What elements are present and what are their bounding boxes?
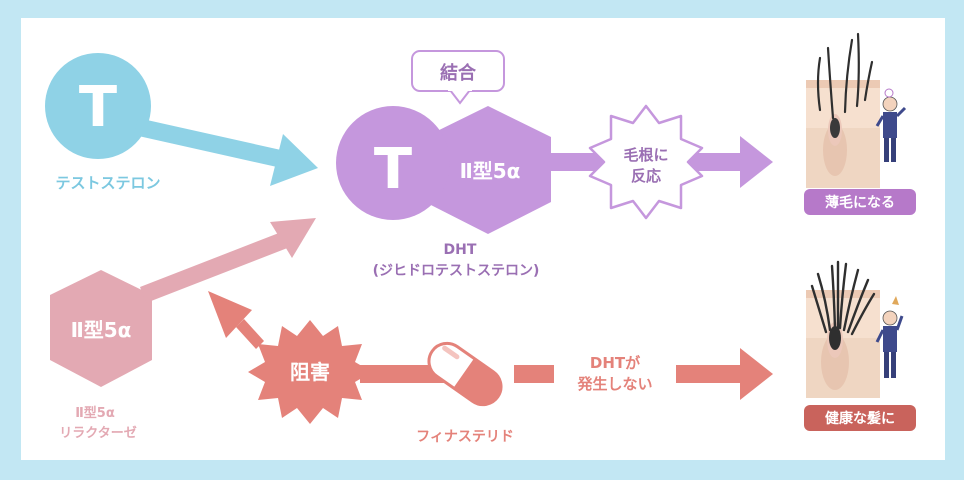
arrow-block-to-enzyme <box>208 291 264 349</box>
dht-enzyme-symbol: Ⅱ型5α <box>460 159 521 183</box>
dht-complex: T Ⅱ型5α <box>336 106 551 234</box>
reaction-line1: 毛根に <box>623 146 668 164</box>
reaction-line2: 反応 <box>631 167 661 185</box>
pill-icon <box>427 341 503 407</box>
enzyme-label-line2: リラクターゼ <box>59 425 136 441</box>
testosterone-symbol: T <box>79 75 117 140</box>
arrow-enzyme-to-dht <box>140 218 316 303</box>
inhibit-burst: 阻害 <box>248 320 372 424</box>
healthy-badge-text: 健康な髪に <box>825 410 895 427</box>
healthy-hair-illustration <box>806 260 904 398</box>
inhibit-label: 阻害 <box>290 360 330 384</box>
man-figure-icon <box>875 88 907 162</box>
testosterone-label: テストステロン <box>55 174 160 192</box>
arrow-testosterone-to-dht <box>134 118 318 186</box>
dht-label-line1: DHT <box>444 242 477 258</box>
no-dht-line2: 発生しない <box>576 375 652 393</box>
testosterone-node: T <box>45 53 151 159</box>
thinning-badge: 薄毛になる <box>804 189 916 215</box>
dht-t-symbol: T <box>374 137 412 202</box>
binding-bubble: 結合 <box>411 50 505 105</box>
healthy-badge: 健康な髪に <box>804 405 916 431</box>
thinning-badge-text: 薄毛になる <box>825 194 895 211</box>
man-figure-icon <box>875 296 904 378</box>
enzyme-label-line1: Ⅱ型5α <box>75 405 115 421</box>
enzyme-node: Ⅱ型5α <box>50 270 152 387</box>
no-dht-line1: DHTが <box>590 354 641 372</box>
binding-bubble-text: 結合 <box>440 62 477 84</box>
finasteride-bar <box>360 348 773 400</box>
enzyme-symbol: Ⅱ型5α <box>71 318 132 342</box>
dht-label-line2: (ジヒドロテストステロン) <box>373 263 540 279</box>
root-reaction-burst: 毛根に 反応 <box>588 104 704 220</box>
thinning-hair-illustration <box>806 32 907 188</box>
finasteride-label: フィナステリド <box>416 429 514 445</box>
